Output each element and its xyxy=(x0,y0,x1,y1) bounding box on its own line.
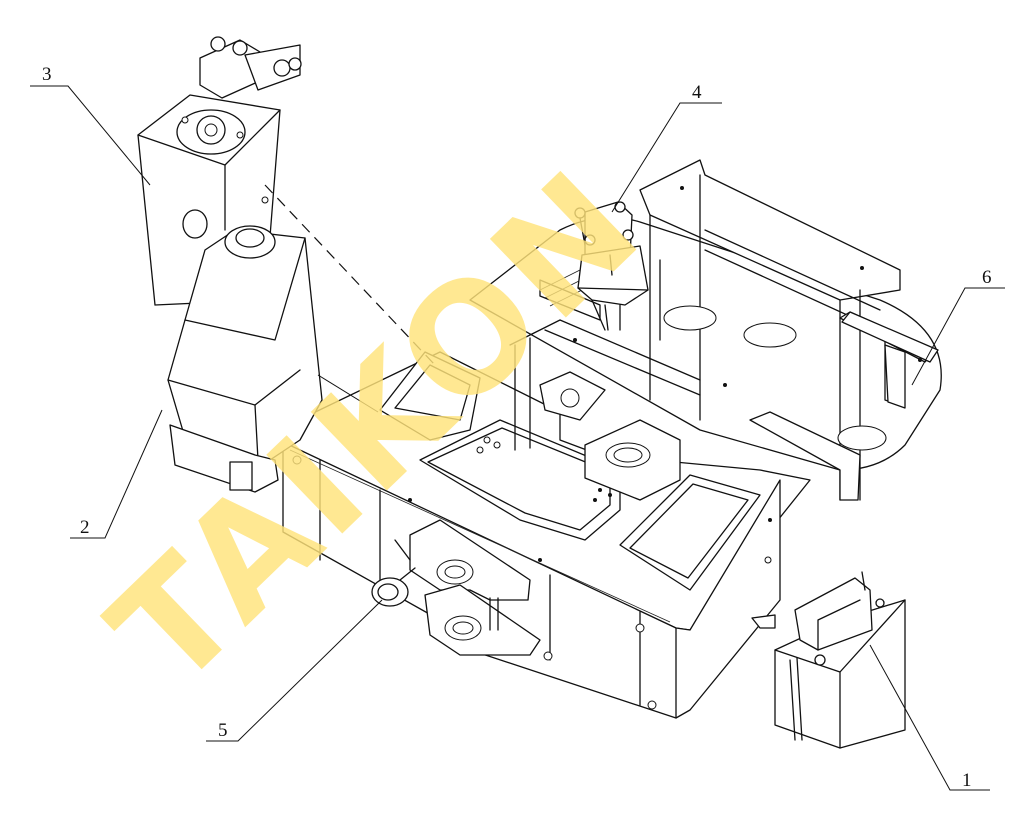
callout-5: 5 xyxy=(206,599,383,742)
callout-4: 4 xyxy=(611,82,722,213)
callout-4-label: 4 xyxy=(692,82,702,103)
part-1-battery-box xyxy=(751,571,906,749)
tank-mount-line xyxy=(317,374,379,413)
callout-3-label: 3 xyxy=(42,64,52,85)
part-5-eye-pin xyxy=(371,567,416,607)
callout-1-label: 1 xyxy=(962,770,972,791)
callout-3: 3 xyxy=(30,64,151,186)
part-2-fuel-tank xyxy=(167,225,323,493)
callout-2: 2 xyxy=(70,409,163,539)
callout-5-label: 5 xyxy=(218,720,228,741)
assembly-dash-line xyxy=(264,184,436,366)
callout-6: 6 xyxy=(911,267,1005,386)
callout-6-label: 6 xyxy=(982,267,992,288)
callout-1: 1 xyxy=(869,644,990,791)
part-6-bracket xyxy=(841,311,939,409)
part-4-motor xyxy=(574,201,649,331)
callout-2-label: 2 xyxy=(80,517,90,538)
